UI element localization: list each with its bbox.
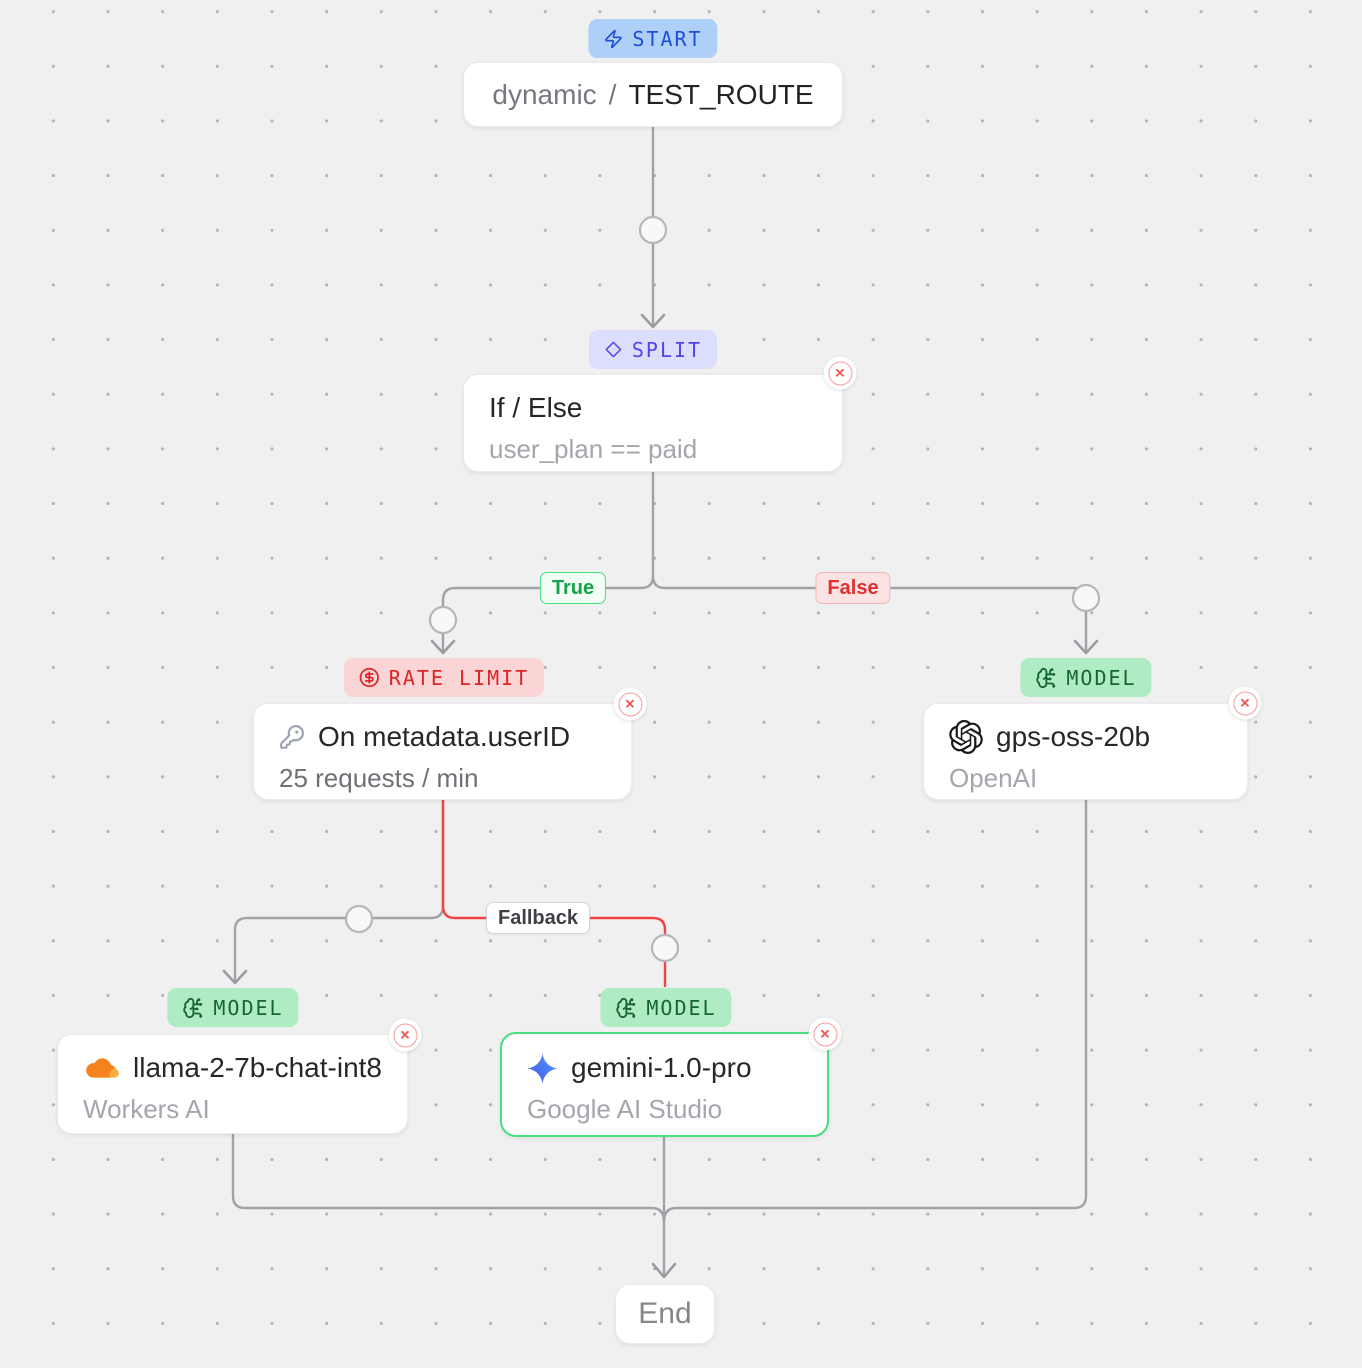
edge-split-true: [441, 470, 655, 652]
arrowhead: [222, 969, 248, 985]
model-node-workers[interactable]: llama-2-7b-chat-int8 Workers AI: [57, 1034, 408, 1134]
edge-openai-end: [662, 798, 1088, 1224]
close-icon: ✕: [828, 361, 852, 385]
route-type: dynamic: [492, 78, 597, 110]
route-name: TEST_ROUTE: [628, 78, 814, 110]
delete-node-button[interactable]: ✕: [1228, 686, 1262, 720]
edge-handle[interactable]: [344, 904, 374, 934]
model-name: gps-oss-20b: [996, 721, 1151, 752]
delete-node-button[interactable]: ✕: [613, 687, 647, 721]
edge-workers-end: [231, 1132, 666, 1224]
brain-circuit-icon: [183, 997, 203, 1018]
model-provider: Google AI Studio: [527, 1094, 723, 1124]
model-node-gemini[interactable]: gemini-1.0-pro Google AI Studio: [500, 1032, 829, 1137]
edge-handle[interactable]: [1071, 583, 1101, 613]
diamond-icon: [605, 341, 622, 358]
badge-label: START: [632, 26, 703, 51]
arrowhead: [1073, 639, 1099, 655]
end-node-label: End: [638, 1297, 692, 1330]
circle-dollar-sign-icon: [359, 667, 379, 688]
brain-circuit-icon: [616, 997, 636, 1018]
edge-fallback: [441, 798, 667, 988]
badge-label: MODEL: [646, 995, 717, 1020]
badge-label: RATE LIMIT: [388, 665, 530, 690]
gemini-logo: [527, 1052, 558, 1084]
close-icon: ✕: [1233, 691, 1257, 715]
close-icon: ✕: [618, 692, 642, 716]
rate-limit-node-badge: RATE LIMIT: [343, 658, 545, 697]
start-node-badge: START: [588, 19, 718, 58]
model-provider: OpenAI: [949, 763, 1038, 793]
model-node-badge: MODEL: [600, 988, 732, 1027]
model-node-badge: MODEL: [1020, 658, 1152, 697]
model-name: gemini-1.0-pro: [571, 1052, 752, 1083]
split-node-title: If / Else: [489, 392, 583, 423]
start-node-title: dynamic / TEST_ROUTE: [464, 63, 842, 126]
model-provider: Workers AI: [83, 1094, 210, 1124]
delete-node-button[interactable]: ✕: [808, 1017, 842, 1051]
close-icon: ✕: [393, 1023, 417, 1047]
edge-handle[interactable]: [650, 933, 680, 963]
arrowhead: [640, 313, 666, 329]
badge-label: MODEL: [213, 995, 284, 1020]
delete-node-button[interactable]: ✕: [823, 356, 857, 390]
end-node[interactable]: End: [615, 1284, 715, 1344]
edge-handle[interactable]: [428, 605, 458, 635]
edge-label-fallback: Fallback: [485, 902, 591, 934]
model-name: llama-2-7b-chat-int8: [133, 1052, 382, 1083]
cloudflare-logo: [86, 1058, 119, 1078]
badge-label: MODEL: [1066, 665, 1137, 690]
rate-limit-title: On metadata.userID: [318, 721, 571, 752]
model-node-badge: MODEL: [167, 988, 299, 1027]
arrowhead: [651, 1262, 677, 1279]
close-icon: ✕: [813, 1022, 837, 1046]
split-node[interactable]: If / Else user_plan == paid: [463, 374, 843, 472]
delete-node-button[interactable]: ✕: [388, 1018, 422, 1052]
start-node[interactable]: dynamic / TEST_ROUTE: [463, 62, 843, 127]
rate-limit-detail: 25 requests / min: [279, 763, 479, 793]
edge-handle[interactable]: [638, 215, 668, 245]
brain-circuit-icon: [1036, 667, 1056, 688]
route-separator: /: [608, 78, 617, 110]
split-node-condition: user_plan == paid: [489, 434, 698, 464]
edge-label-false: False: [815, 572, 891, 604]
openai-logo: [949, 720, 983, 754]
edge-label-true: True: [539, 572, 607, 604]
edge-rate-workers: [233, 798, 445, 982]
zap-icon: [605, 29, 622, 48]
arrowhead: [430, 639, 456, 655]
rate-limit-node[interactable]: On metadata.userID 25 requests / min: [253, 703, 632, 800]
badge-label: SPLIT: [631, 337, 703, 362]
key-icon: [280, 725, 304, 749]
split-node-badge: SPLIT: [588, 330, 718, 369]
model-node-openai[interactable]: gps-oss-20b OpenAI: [923, 703, 1248, 800]
